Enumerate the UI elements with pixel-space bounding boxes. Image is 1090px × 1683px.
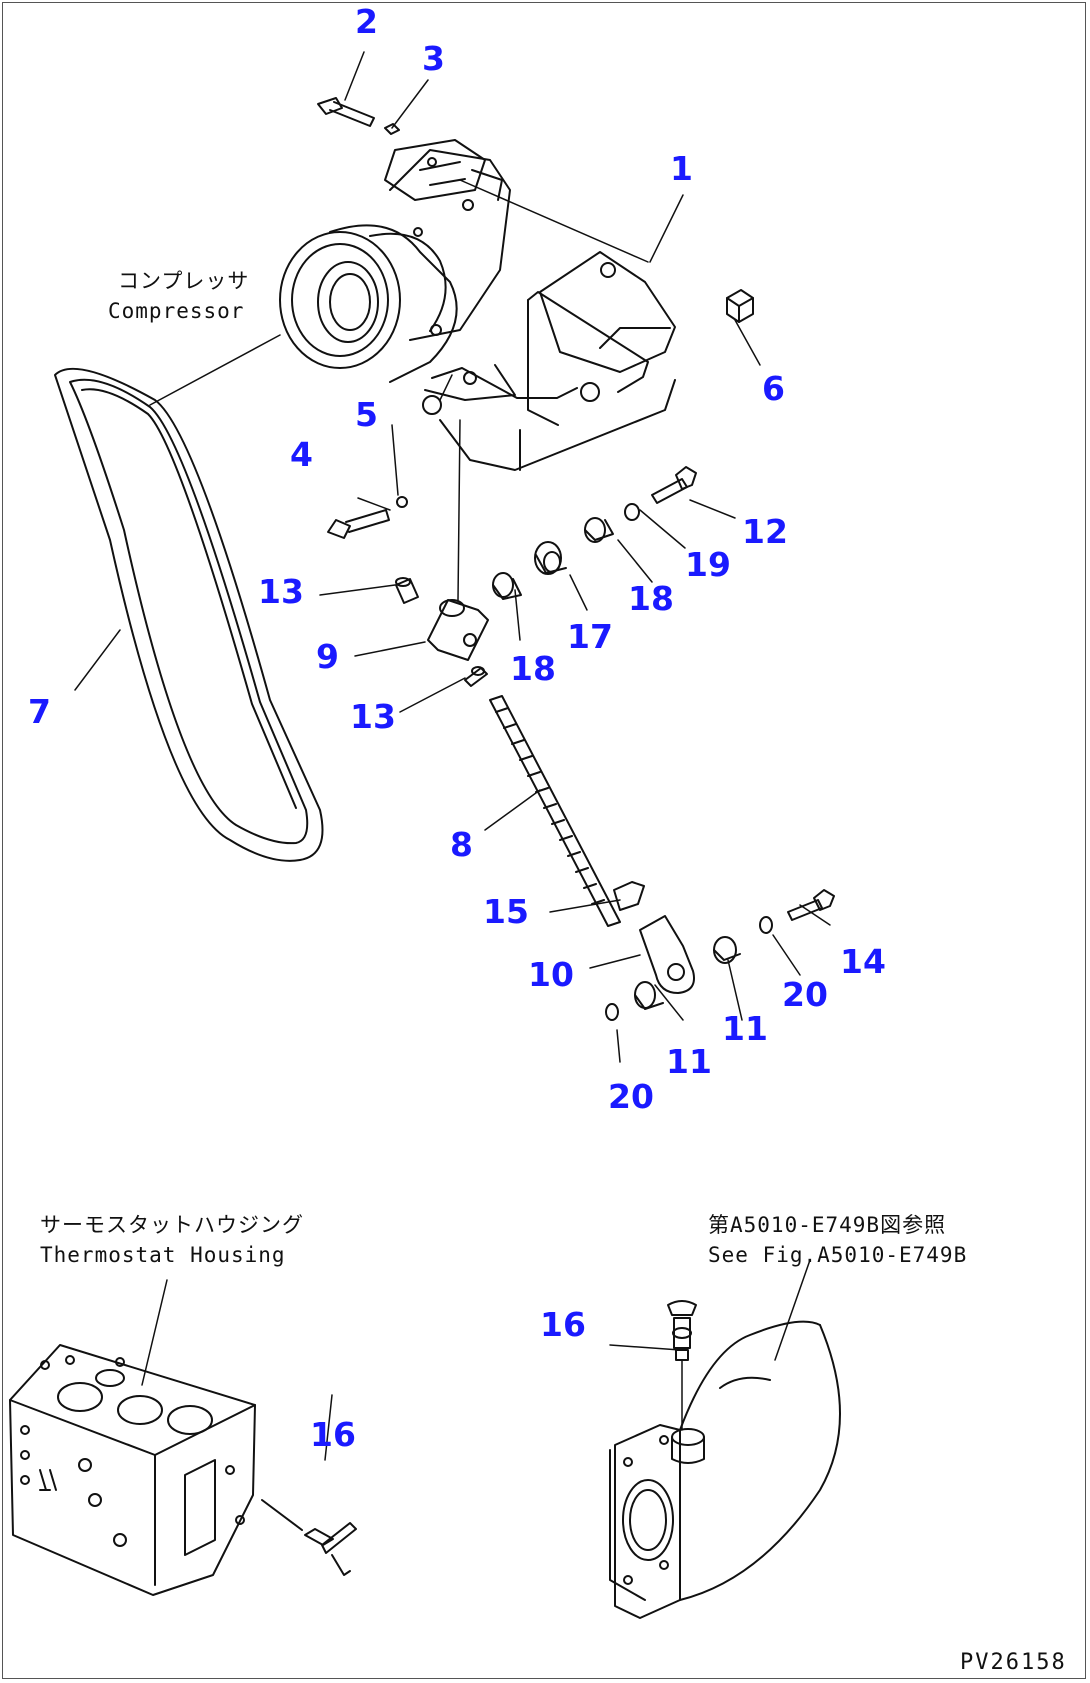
bolt-4: [327, 496, 408, 539]
callout-16-right: 16: [540, 1305, 586, 1344]
drawing-code: PV26158: [960, 1650, 1067, 1675]
pipe-elbow: [609, 1320, 841, 1619]
v-belt-7: [54, 367, 324, 862]
bushing-18-lower: [492, 572, 522, 600]
callout-5: 5: [355, 395, 378, 434]
thermostat-label-jp: サーモスタットハウジング: [40, 1213, 304, 1237]
callout-16-left: 16: [310, 1415, 356, 1454]
callout-11-upper: 11: [722, 1009, 768, 1048]
callout-20-left: 20: [608, 1077, 654, 1116]
see-figure-label-jp: 第A5010-E749B図参照: [708, 1213, 947, 1237]
callout-12: 12: [742, 512, 788, 551]
threaded-rod-8: [489, 695, 621, 927]
pin-13-lower: [464, 666, 488, 687]
callout-17: 17: [567, 617, 613, 656]
callout-13-lower: 13: [350, 697, 396, 736]
callout-20-right: 20: [782, 975, 828, 1014]
adjusting-arm-10: [639, 915, 695, 994]
callout-15: 15: [483, 892, 529, 931]
callout-7: 7: [28, 692, 51, 731]
washer-20-right: [759, 916, 773, 934]
nut-15: [613, 881, 645, 911]
bracket-1: [422, 251, 676, 471]
bushing-18-upper: [584, 517, 614, 543]
collar-11-right: [713, 936, 741, 964]
callout-6: 6: [762, 369, 785, 408]
callout-2: 2: [355, 2, 378, 41]
thermostat-housing: [9, 1344, 303, 1596]
compressor: [279, 139, 511, 383]
callout-8: 8: [450, 825, 473, 864]
callout-13-upper: 13: [258, 572, 304, 611]
thermostat-label-en: Thermostat Housing: [40, 1243, 286, 1267]
callout-4: 4: [290, 435, 313, 474]
callout-19: 19: [685, 545, 731, 584]
callout-14: 14: [840, 942, 886, 981]
bolt-2: [317, 97, 400, 135]
sensor-16-left: [304, 1522, 357, 1576]
see-figure-label-en: See Fig.A5010-E749B: [708, 1243, 968, 1267]
callout-11-lower: 11: [666, 1042, 712, 1081]
adjust-block-9: [427, 599, 489, 661]
leader-lines: [74, 51, 831, 1461]
washer-20-left: [605, 1003, 619, 1021]
callout-1: 1: [670, 149, 693, 188]
bolt-14: [787, 889, 835, 921]
collar-11-left: [634, 981, 664, 1010]
bushing-17: [534, 541, 567, 575]
sensor-16-right: [667, 1300, 697, 1361]
callout-10: 10: [528, 955, 574, 994]
compressor-label-jp: コンプレッサ: [118, 269, 250, 293]
callout-9: 9: [316, 637, 339, 676]
callout-3: 3: [422, 39, 445, 78]
nut-6: [726, 289, 754, 323]
pin-13-upper: [395, 577, 419, 604]
compressor-label-en: Compressor: [108, 299, 245, 323]
callout-18-upper: 18: [628, 579, 674, 618]
bolt-12: [624, 466, 697, 521]
callout-18-lower: 18: [510, 649, 556, 688]
